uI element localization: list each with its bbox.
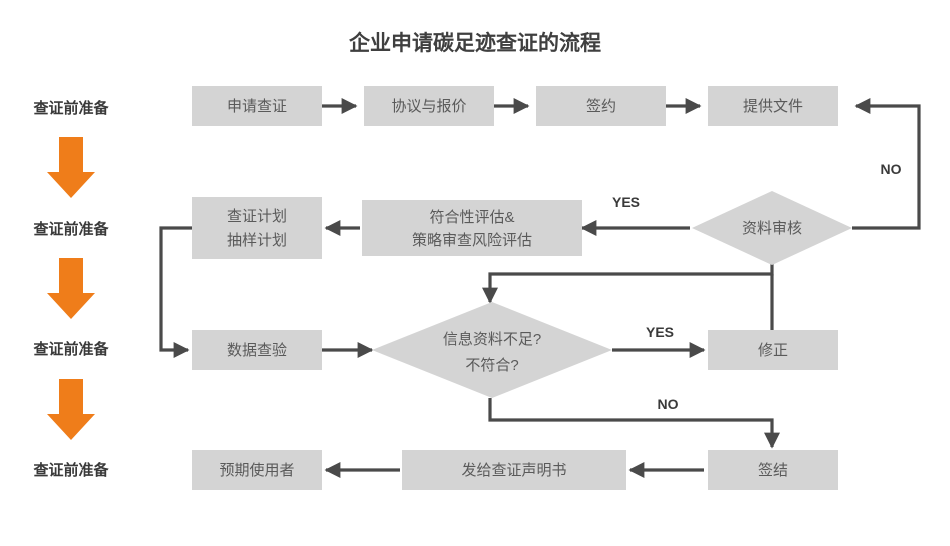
node-insufficient[interactable]: 信息资料不足? 不符合? (372, 302, 612, 398)
node-assessment[interactable]: 符合性评估& 策略审查风险评估 (362, 200, 582, 256)
node-conclude[interactable]: 签结 (708, 450, 838, 490)
node-intended-user-label: 预期使用者 (219, 462, 294, 479)
node-issue-statement[interactable]: 发给查证声明书 (402, 450, 626, 490)
stage-label-4: 查证前准备 (33, 461, 109, 479)
node-issue-statement-label: 发给查证声明书 (461, 461, 566, 479)
node-intended-user[interactable]: 预期使用者 (192, 450, 322, 490)
node-data-check[interactable]: 数据查验 (192, 330, 322, 370)
node-agreement[interactable]: 协议与报价 (364, 86, 494, 126)
node-conclude-label: 签结 (758, 462, 788, 479)
node-signing-label: 签约 (586, 98, 616, 115)
node-apply-label: 申请查证 (227, 98, 287, 115)
page-title: 企业申请碳足迹查证的流程 (348, 31, 601, 55)
node-provide-docs-label: 提供文件 (743, 98, 803, 115)
node-correction-label: 修正 (758, 342, 788, 359)
node-agreement-label: 协议与报价 (391, 98, 466, 115)
node-insufficient-label-line1: 信息资料不足? (443, 331, 541, 348)
stage-label-3: 查证前准备 (33, 340, 109, 358)
node-correction[interactable]: 修正 (708, 330, 838, 370)
node-assessment-label-line1: 符合性评估& (429, 209, 514, 226)
node-doc-review[interactable]: 资料审核 (692, 191, 852, 265)
node-plan[interactable]: 查证计划 抽样计划 (192, 197, 322, 259)
branch-label-insufficient-no: NO (658, 396, 679, 412)
stage-down-arrow-1 (47, 137, 95, 198)
branch-label-review-yes: YES (612, 194, 640, 210)
connector-plan-to-data-check (159, 226, 192, 358)
node-doc-review-label: 资料审核 (742, 220, 802, 237)
branch-label-insufficient-yes: YES (646, 324, 674, 340)
node-insufficient-label-line2: 不符合? (465, 357, 518, 374)
node-plan-label-line2: 抽样计划 (227, 232, 287, 249)
node-plan-label-line1: 查证计划 (227, 208, 287, 225)
node-assessment-label-line2: 策略审查风险评估 (412, 232, 532, 249)
connector-insufficient-no-to-conclude (488, 398, 780, 449)
node-data-check-label: 数据查验 (227, 342, 287, 359)
node-signing[interactable]: 签约 (536, 86, 666, 126)
connector-review-no-to-docs (852, 98, 921, 230)
connector-review-to-insufficient (482, 258, 774, 304)
stage-label-1: 查证前准备 (33, 99, 109, 117)
branch-label-review-no: NO (881, 161, 902, 177)
stage-down-arrow-3 (47, 379, 95, 440)
node-provide-docs[interactable]: 提供文件 (708, 86, 838, 126)
stage-label-2: 查证前准备 (33, 220, 109, 238)
node-apply[interactable]: 申请查证 (192, 86, 322, 126)
stage-down-arrow-2 (47, 258, 95, 319)
